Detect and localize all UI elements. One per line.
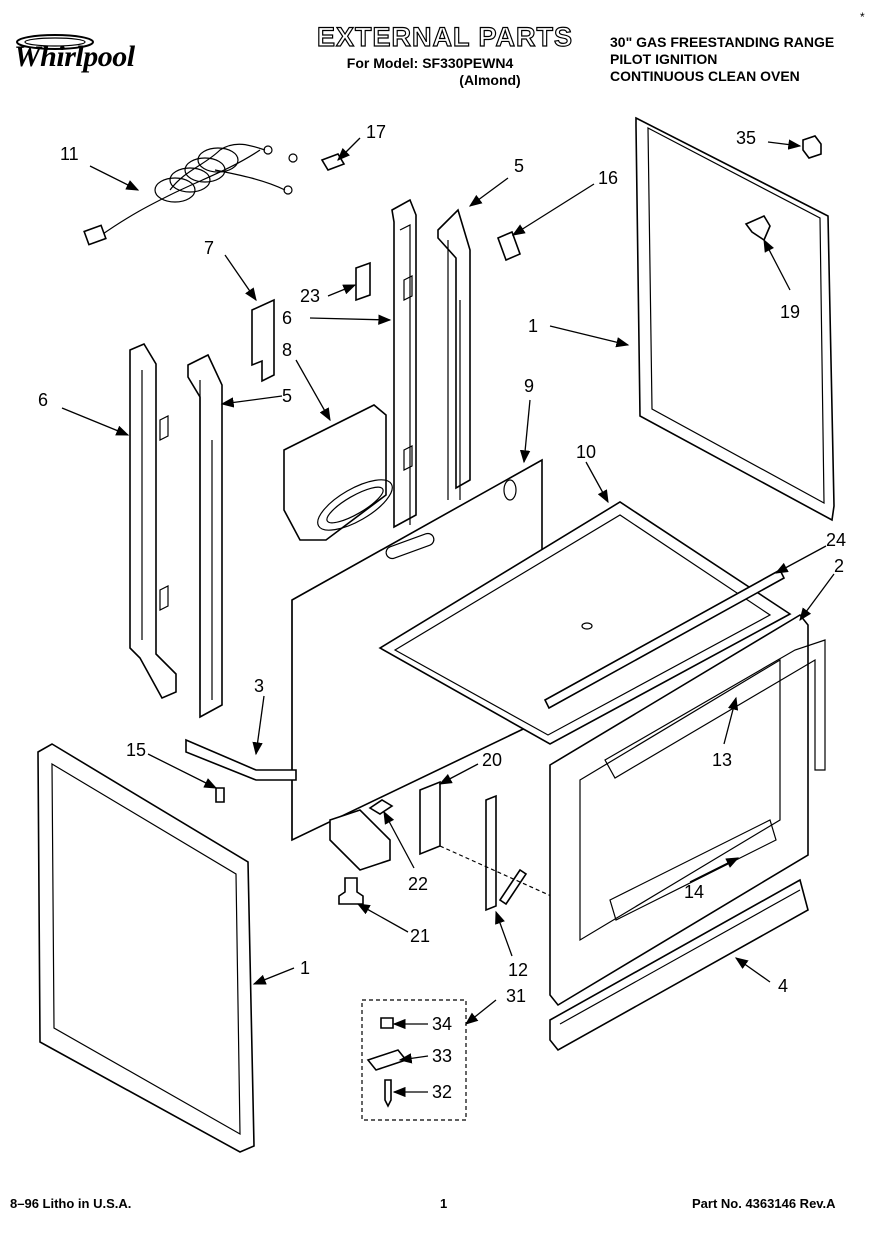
callout-13: 13 [712, 750, 732, 770]
callout-17: 17 [366, 122, 386, 142]
part-20-bracket [419, 780, 441, 856]
part-12-hinge [485, 794, 497, 912]
heat-shield-part [283, 404, 387, 541]
callout-20: 20 [482, 750, 502, 770]
callout-35: 35 [736, 128, 756, 148]
callout-24: 24 [826, 530, 846, 550]
callout-1-bottom: 1 [300, 958, 310, 978]
part-15-screw [215, 787, 225, 803]
part-14-gasket [609, 819, 777, 921]
callout-5-left: 5 [282, 386, 292, 406]
page-title: EXTERNAL PARTS [316, 21, 574, 52]
product-description: 30" GAS FREESTANDING RANGE PILOT IGNITIO… [610, 34, 834, 85]
brand-name: Whirlpool [14, 40, 135, 73]
logo-swoosh-icon [16, 34, 94, 50]
part-21-leveling-leg [338, 877, 364, 905]
callout-9: 9 [524, 376, 534, 396]
callout-7: 7 [204, 238, 214, 258]
side-frame-rear-left [437, 208, 471, 490]
whirlpool-logo: Whirlpool [10, 30, 180, 80]
callout-21: 21 [410, 926, 430, 946]
callout-8: 8 [282, 340, 292, 360]
model-number: For Model: SF330PEWN4 [346, 55, 514, 71]
callout-16: 16 [598, 168, 618, 188]
callout-32: 32 [432, 1082, 452, 1102]
callout-5-top: 5 [514, 156, 524, 176]
callout-33: 33 [432, 1046, 452, 1066]
callout-22: 22 [408, 874, 428, 894]
side-panel-left [37, 743, 255, 1153]
footer-litho: 8–96 Litho in U.S.A. [10, 1196, 132, 1211]
kick-panel-part [549, 878, 809, 1052]
side-panel-right [635, 116, 835, 522]
callout-6-left: 6 [38, 390, 48, 410]
hardware-kit-box [361, 999, 467, 1121]
base-rail-part [329, 809, 391, 871]
part-19-clip [744, 214, 771, 242]
callout-11: 11 [60, 144, 79, 164]
part-23-spacer [355, 261, 371, 302]
corner-mark: * [860, 10, 865, 24]
callout-3: 3 [254, 676, 264, 696]
callout-31: 31 [506, 986, 526, 1006]
callout-1-top: 1 [528, 316, 538, 336]
side-frame-rear-right [391, 198, 417, 529]
part-34-screw [380, 1017, 394, 1029]
side-frame-front-left [129, 342, 177, 700]
product-line-1: 30" GAS FREESTANDING RANGE [610, 34, 835, 50]
product-line-2: PILOT IGNITION [610, 51, 718, 67]
callout-23: 23 [300, 286, 320, 306]
callout-19: 19 [780, 302, 800, 322]
door-gasket-part [604, 639, 826, 779]
part-7-bracket [251, 298, 275, 383]
model-color: (Almond) [459, 72, 521, 88]
part-16-bracket [496, 230, 522, 262]
part-22-clip [368, 799, 394, 815]
product-line-3: CONTINUOUS CLEAN OVEN [610, 68, 800, 84]
part-35-knob [802, 135, 822, 159]
callout-6-center: 6 [282, 308, 292, 328]
callout-34: 34 [432, 1014, 452, 1034]
callout-10: 10 [576, 442, 596, 462]
callout-12: 12 [508, 960, 528, 980]
callout-14: 14 [684, 882, 704, 902]
footer-part-number: Part No. 4363146 Rev.A [692, 1196, 836, 1211]
footer-page-number: 1 [440, 1196, 448, 1211]
power-cord-part [83, 143, 298, 246]
part-32-pin [384, 1079, 392, 1108]
callout-2: 2 [834, 556, 844, 576]
callout-15: 15 [126, 740, 146, 760]
part-3-bracket [185, 738, 297, 781]
trim-strip-part [543, 568, 786, 710]
callout-4: 4 [778, 976, 788, 996]
side-frame-front-right [187, 353, 223, 719]
